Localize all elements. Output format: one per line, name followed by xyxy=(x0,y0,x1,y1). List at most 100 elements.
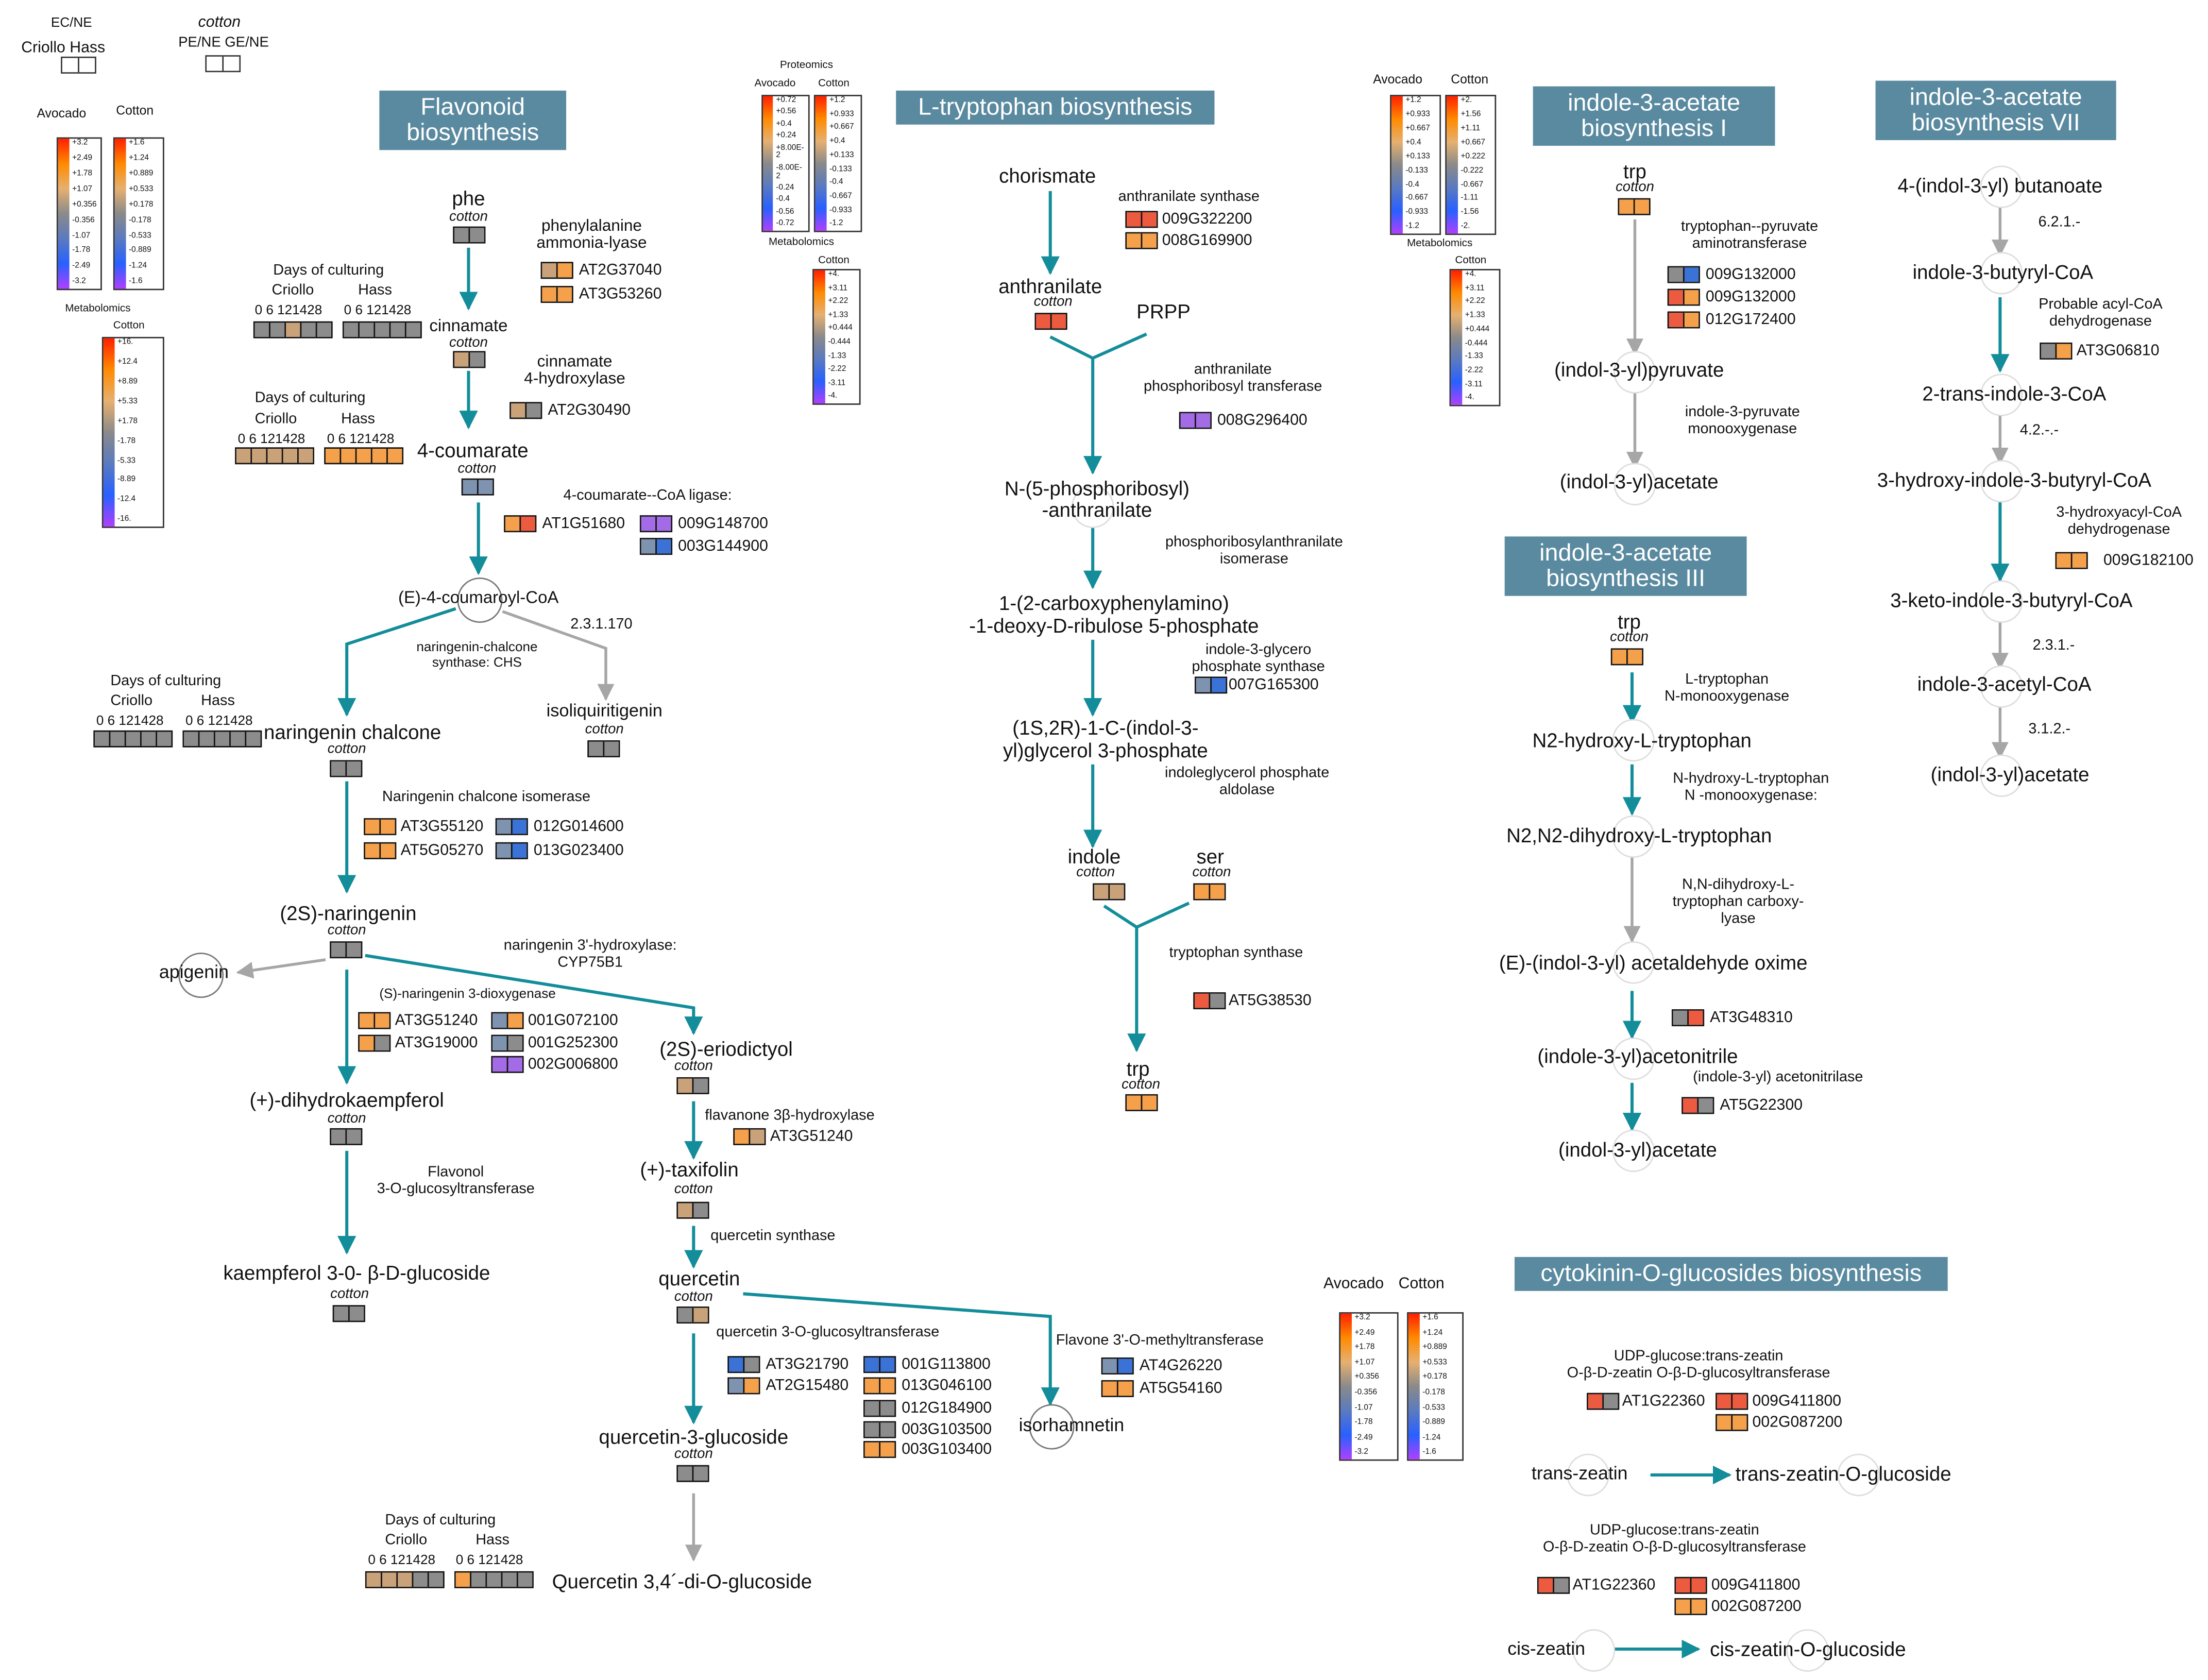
legend-cotton-label: Cotton xyxy=(116,103,154,118)
hm-days-chalcone-hass xyxy=(182,730,262,748)
gene-c4h-1: AT2G30490 xyxy=(548,402,631,419)
gene-dioxy-2: AT3G19000 xyxy=(395,1034,478,1052)
hm-tat-2 xyxy=(1667,289,1700,306)
node-erio: (2S)-eriodictyol xyxy=(659,1038,793,1060)
node-ian: (indole-3-yl)acetonitrile xyxy=(1537,1044,1738,1067)
ec-4.2: 4.2.-.- xyxy=(2019,421,2059,439)
legend-tick-label: -0.444 xyxy=(1465,339,1488,348)
hm-tat-1 xyxy=(1667,266,1700,283)
node-igp: (1S,2R)-1-C-(indol-3- yl)glycerol 3-phos… xyxy=(1003,716,1208,762)
hm-days-qdig-criollo xyxy=(365,1571,445,1588)
legend-tick-label: +0.533 xyxy=(129,185,154,194)
legend-indole-avocado: +1.2+0.933+0.667+0.4+0.133-0.133-0.4-0.6… xyxy=(1390,95,1441,235)
legend-tick-label: -0.133 xyxy=(1405,166,1429,175)
legend-tick-label: -0.889 xyxy=(1422,1418,1445,1428)
legend-tick-label: -8.00E-2 xyxy=(776,164,802,181)
gene-ts-1: AT5G38530 xyxy=(1228,992,1312,1010)
hm-dioxy-3 xyxy=(491,1012,524,1029)
legend-tick-label: -1.78 xyxy=(1354,1418,1373,1428)
legend-tick-label: +2. xyxy=(1460,96,1472,105)
legend-metab-cotton-label: Cotton xyxy=(113,318,145,331)
node-qdig: Quercetin 3,4´-di-O-glucoside xyxy=(552,1570,812,1593)
legend-tick-label: +0.444 xyxy=(1465,325,1490,334)
legend-tick-label: -2.49 xyxy=(1354,1433,1373,1443)
days-values-8: 0 6 121428 xyxy=(455,1553,523,1569)
hm-q3gt-6 xyxy=(863,1421,896,1438)
legend-tick-label: -0.356 xyxy=(72,216,95,225)
cotton-tag: cotton xyxy=(585,722,624,738)
arrow-coumaroyl-chalcone xyxy=(337,607,456,717)
legend-tick-label: +0.667 xyxy=(829,124,854,132)
legend-tick-label: -2.49 xyxy=(72,262,91,271)
title-iaa7: indole-3-acetate biosynthesis VII xyxy=(1875,80,2116,141)
hass-label-1: Hass xyxy=(358,281,392,299)
hm-tat-3 xyxy=(1667,311,1700,329)
hm-q3gt-4 xyxy=(863,1377,896,1395)
keto-circle xyxy=(1980,580,2023,623)
legend-tick-label: -0.889 xyxy=(129,247,151,256)
gene-ugt1-2: 009G411800 xyxy=(1752,1393,1842,1410)
days-label-3: Days of culturing xyxy=(110,672,222,690)
legend-proteomics-avocado: +0.72+0.56+0.4+0.24+8.00E-2-8.00E-2-0.24… xyxy=(761,95,810,232)
cotton-tag: cotton xyxy=(327,1111,366,1127)
legend-tick-label: +8.00E-2 xyxy=(776,144,804,161)
legend-tick-label: -3.2 xyxy=(72,278,86,286)
days-values-7: 0 6 121428 xyxy=(368,1553,436,1569)
hm-days-phe-hass xyxy=(342,321,422,338)
legend-tick-label: -1.56 xyxy=(1460,208,1479,217)
gene-ugt2-3: 002G087200 xyxy=(1711,1598,1802,1616)
legend-tick-label: +0.133 xyxy=(1405,152,1430,161)
node-indole: indole xyxy=(1067,845,1121,868)
enzyme-fomt: Flavone 3'-O-methyltransferase xyxy=(1056,1332,1264,1349)
arrow-coumaroyl-isoliq xyxy=(502,610,615,701)
legend-tick-label: -1.78 xyxy=(117,436,136,446)
hm-days-qdig-hass xyxy=(454,1571,534,1588)
cotton-tag: cotton xyxy=(674,1447,713,1463)
hm-q3gt-2 xyxy=(727,1377,760,1395)
enzyme-ugt1: UDP-glucose:trans-zeatin O-β-D-zeatin O-… xyxy=(1567,1347,1830,1382)
gene-tat-3: 012G172400 xyxy=(1705,311,1796,329)
hm-chalcone xyxy=(330,760,363,777)
legend-tick-label: -3.11 xyxy=(1465,380,1483,389)
node-trans: 2-trans-indole-3-CoA xyxy=(1922,382,2107,405)
legend-tick-label: -3.11 xyxy=(828,379,846,388)
hm-fomt-1 xyxy=(1101,1357,1134,1374)
legend-tick-label: +3.2 xyxy=(72,139,88,147)
legend-tick-label: +1.24 xyxy=(129,154,149,163)
enzyme-flavonol-gt: Flavonol 3-O-glucosyltransferase xyxy=(377,1163,535,1198)
gene-prt-1: 008G296400 xyxy=(1217,412,1307,429)
cotton-tag: cotton xyxy=(330,1286,369,1302)
iaa7-circle xyxy=(1980,754,2023,797)
node-acetylcoa: indole-3-acetyl-CoA xyxy=(1917,672,2092,695)
legend-tick-label: +1.6 xyxy=(129,139,145,147)
legend-tick-label: +1.33 xyxy=(828,311,848,320)
gene-as-1: 009G322200 xyxy=(1162,211,1252,228)
hm-hcd-1 xyxy=(2055,552,2088,569)
enzyme-nhtm: N-hydroxy-L-tryptophan N -monooxygenase: xyxy=(1673,770,1829,804)
gene-dioxy-1: AT3G51240 xyxy=(395,1012,478,1029)
legend-tick-label: -0.667 xyxy=(1460,180,1484,189)
cotton-tag: cotton xyxy=(674,1182,713,1198)
gene-oxime-1: AT3G48310 xyxy=(1710,1009,1793,1027)
enzyme-pai: phosphoribosylanthranilate isomerase xyxy=(1165,533,1343,568)
cotton-tag: cotton xyxy=(1192,864,1231,881)
legend-expression-cotton: +1.6+1.24+0.889+0.533+0.178-0.178-0.533-… xyxy=(113,137,164,291)
cotton-tag: cotton xyxy=(1076,864,1115,881)
legend-tick-label: -0.933 xyxy=(829,206,852,215)
node-keto: 3-keto-indole-3-butyryl-CoA xyxy=(1890,589,2133,612)
legend-tick-label: +2.22 xyxy=(828,297,848,307)
legend-gradient-bar xyxy=(114,139,126,289)
node-isorhamnetin: isorhamnetin xyxy=(1018,1414,1125,1436)
legend-tick-label: +0.4 xyxy=(829,137,845,146)
legend-cyto-avocado: +3.2+2.49+1.78+1.07+0.356-0.356-1.07-1.7… xyxy=(1339,1312,1399,1461)
legend-cyto-avocado-label: Avocado xyxy=(1323,1275,1384,1293)
legend-tick-label: -0.24 xyxy=(776,184,794,193)
node-phe: phe xyxy=(452,186,485,210)
legend-tick-label: -1.6 xyxy=(1422,1448,1436,1457)
node-cz: cis-zeatin xyxy=(1507,1637,1586,1659)
hm-pal-2 xyxy=(540,286,573,303)
legend-tick-label: +1.24 xyxy=(1422,1328,1443,1337)
legend-tick-label: -0.4 xyxy=(1405,180,1419,189)
node-czog: cis-zeatin-O-glucoside xyxy=(1710,1637,1906,1660)
